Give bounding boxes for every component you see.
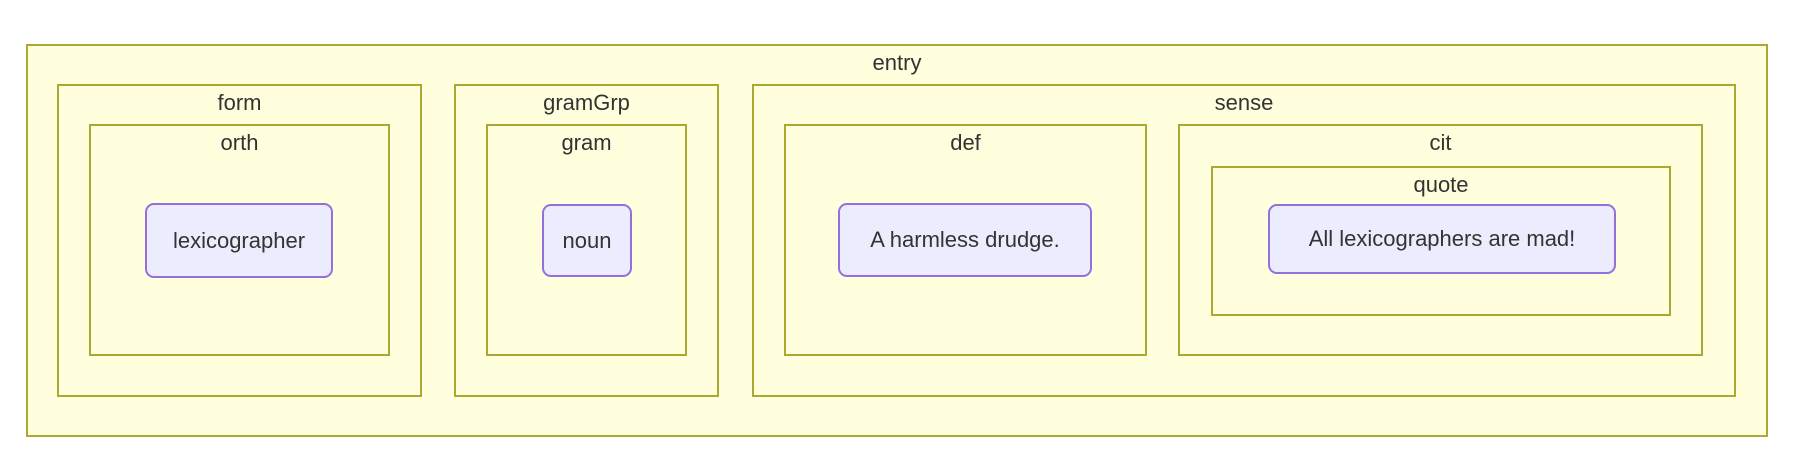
orth-label: orth: [220, 130, 259, 155]
form-label: form: [217, 90, 262, 115]
entry-label: entry: [872, 50, 922, 75]
gram-box: gram noun: [486, 124, 687, 356]
def-value-node: A harmless drudge.: [838, 203, 1092, 277]
orth-box: orth lexicographer: [89, 124, 390, 356]
quote-label: quote: [1413, 172, 1469, 197]
sense-box: sense def A harmless drudge. cit quote A…: [752, 84, 1736, 397]
gramgrp-label: gramGrp: [543, 90, 630, 115]
cit-label: cit: [1429, 130, 1452, 155]
gram-label: gram: [561, 130, 612, 155]
gram-value-node: noun: [542, 204, 632, 277]
def-box: def A harmless drudge.: [784, 124, 1147, 356]
orth-value-node: lexicographer: [145, 203, 333, 278]
quote-box: quote All lexicographers are mad!: [1211, 166, 1671, 316]
def-label: def: [950, 130, 981, 155]
form-box: form orth lexicographer: [57, 84, 422, 397]
sense-label: sense: [1214, 90, 1274, 115]
quote-value-node: All lexicographers are mad!: [1268, 204, 1616, 274]
cit-box: cit quote All lexicographers are mad!: [1178, 124, 1703, 356]
gramgrp-box: gramGrp gram noun: [454, 84, 719, 397]
entry-box: entry form orth lexicographer gramGrp gr…: [26, 44, 1768, 437]
